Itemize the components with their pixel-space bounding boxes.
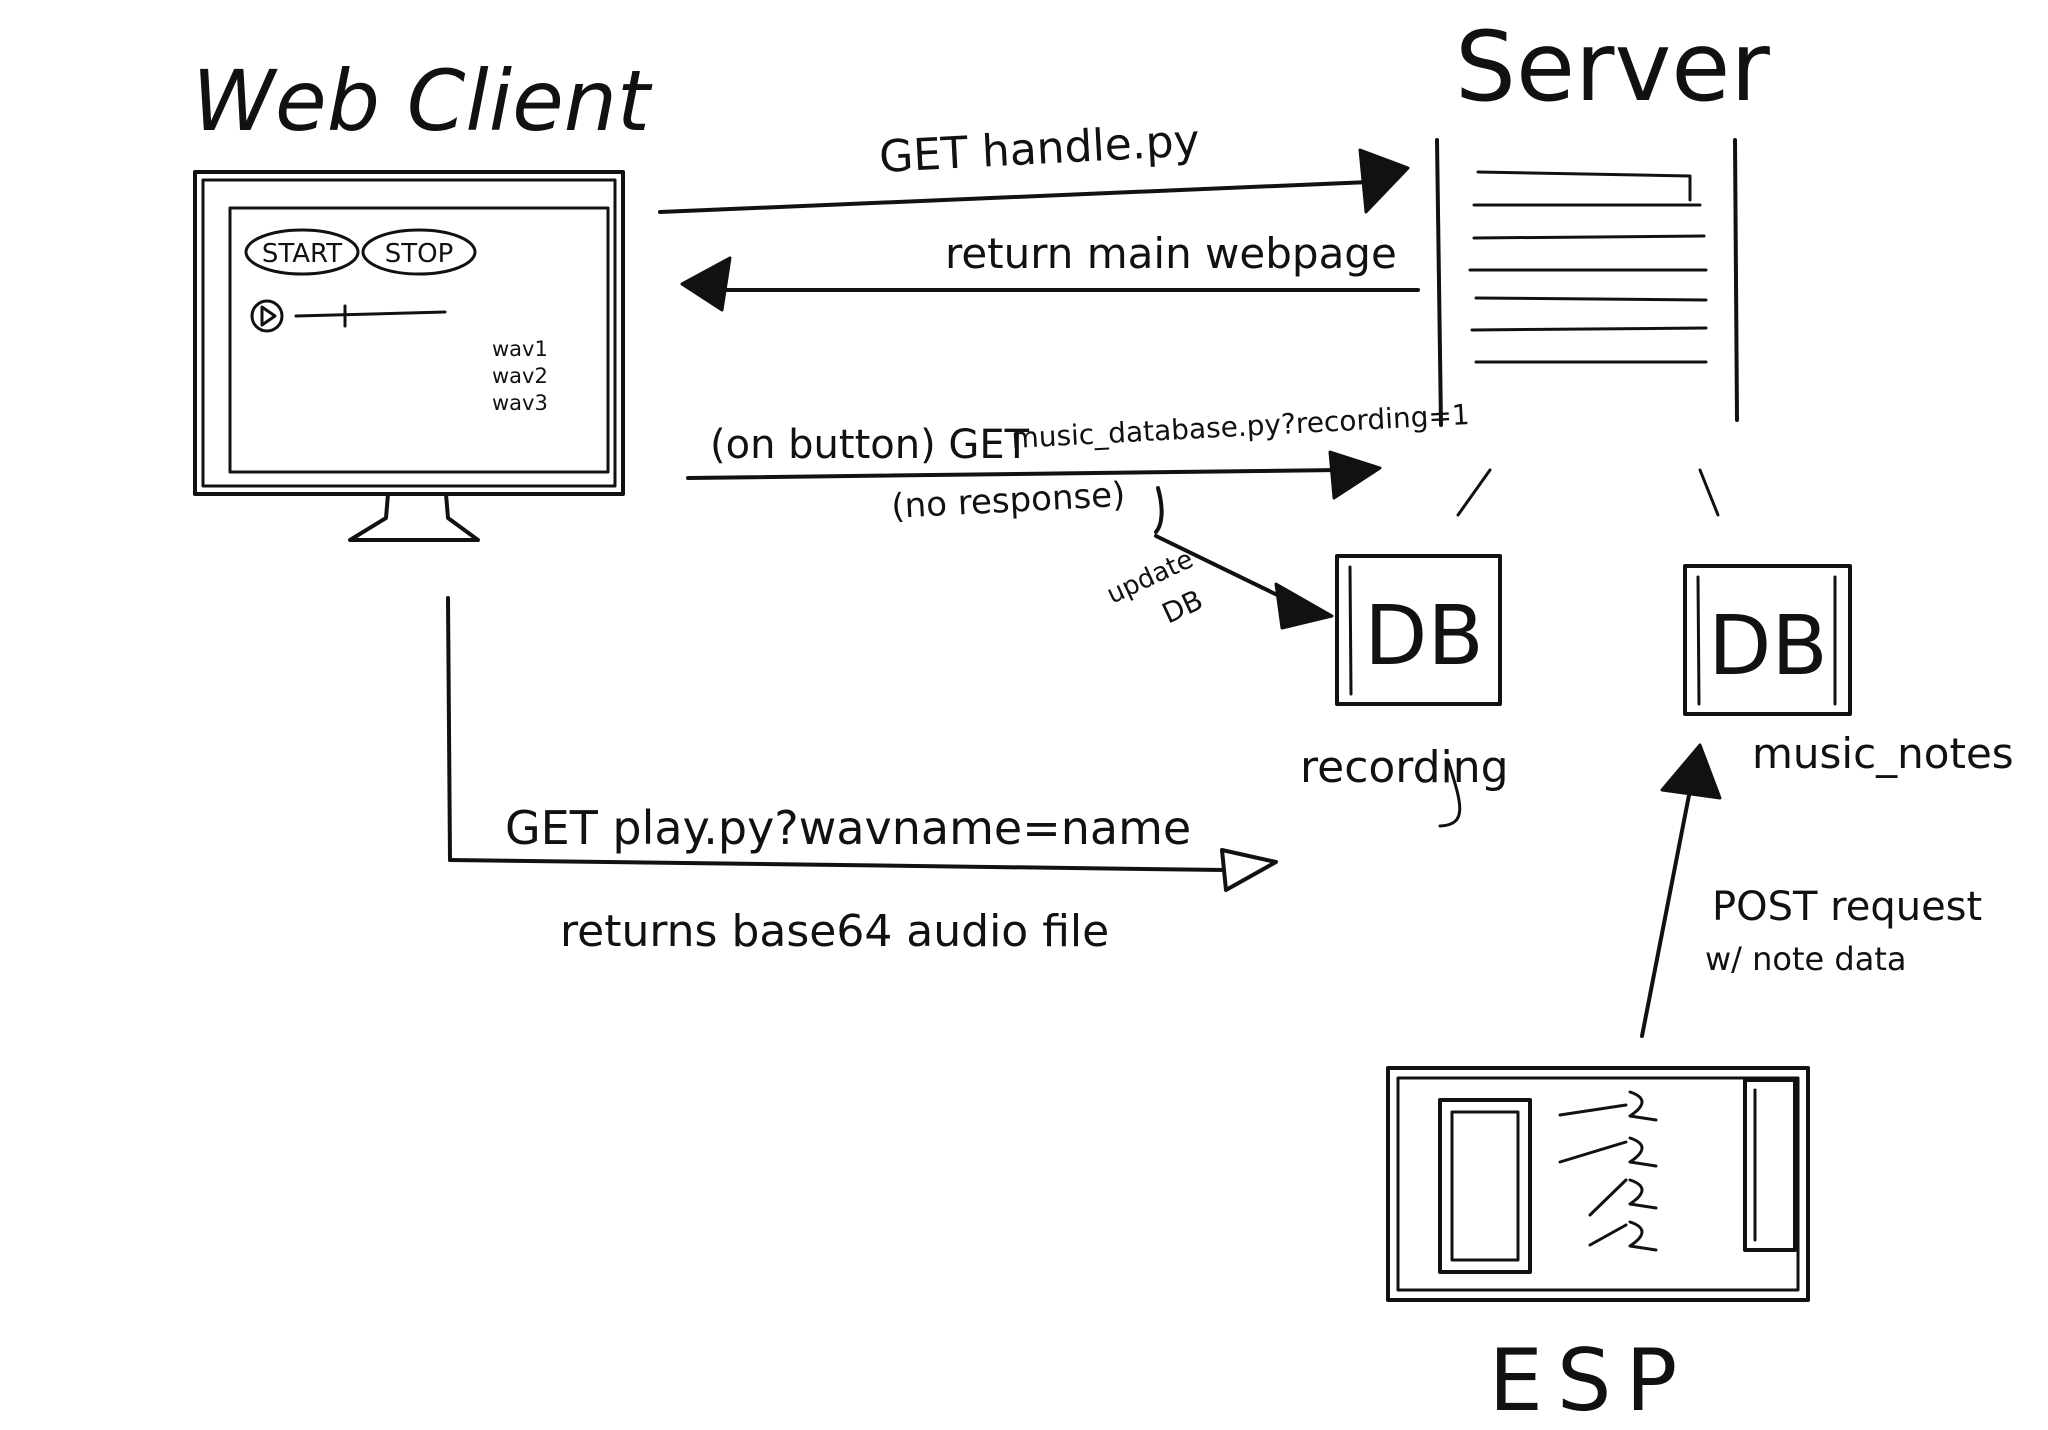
edge-label: GET handle.py: [878, 115, 1201, 183]
edge-label: return main webpage: [945, 229, 1397, 278]
db-music-notes: DB: [1683, 564, 1852, 716]
edge-label: returns base64 audio file: [560, 906, 1109, 957]
edge-label: w/ note data: [1705, 940, 1906, 978]
db-label: DB: [1364, 589, 1483, 684]
server-db-connector: [1456, 468, 1492, 517]
edge-label: GET play.py?wavname=name: [505, 801, 1191, 855]
start-button: START: [244, 228, 360, 276]
db-music-notes-caption: music_notes: [1752, 729, 2014, 778]
edge-label: DB: [1157, 583, 1208, 630]
db-recording: DB: [1335, 554, 1502, 706]
monitor-icon: [193, 170, 625, 542]
server-db-connector: [1698, 468, 1720, 517]
edge-label: POST request: [1712, 884, 1982, 930]
edge-get-play: GET play.py?wavname=name returns base64 …: [446, 596, 1278, 957]
svg-text:START: START: [262, 239, 342, 269]
server-icon: [1435, 138, 1739, 427]
db-recording-caption: recording: [1300, 742, 1509, 793]
stop-button: STOP: [361, 228, 477, 276]
wav-list: wav1 wav2 wav3: [492, 337, 548, 415]
wav-item: wav1: [492, 337, 548, 361]
play-triangle: [260, 305, 277, 327]
audio-player: [250, 299, 447, 333]
edge-return-main: return main webpage: [680, 229, 1420, 312]
edge-label-path: music_database.py?recording=1: [1011, 398, 1471, 455]
caption-underline-squiggle: [1438, 758, 1462, 828]
esp-title: ESP: [1489, 1331, 1692, 1430]
edge-get-handle: GET handle.py: [658, 115, 1410, 214]
db-label: DB: [1708, 599, 1827, 694]
esp-board-icon: [1386, 1066, 1810, 1302]
play-icon: [250, 299, 284, 333]
web-client-title: Web Client: [192, 52, 653, 150]
wav-item: wav2: [492, 364, 548, 388]
svg-text:STOP: STOP: [385, 239, 454, 269]
edge-post-request: POST request w/ note data: [1640, 743, 1982, 1038]
edge-label-prefix: (on button) GET: [710, 422, 1030, 468]
no-response-label: (no response): [890, 475, 1126, 527]
wav-item: wav3: [492, 391, 548, 415]
server-title: Server: [1455, 11, 1770, 123]
edge-update-db: update DB: [1102, 486, 1334, 630]
seek-bar: [294, 310, 447, 318]
